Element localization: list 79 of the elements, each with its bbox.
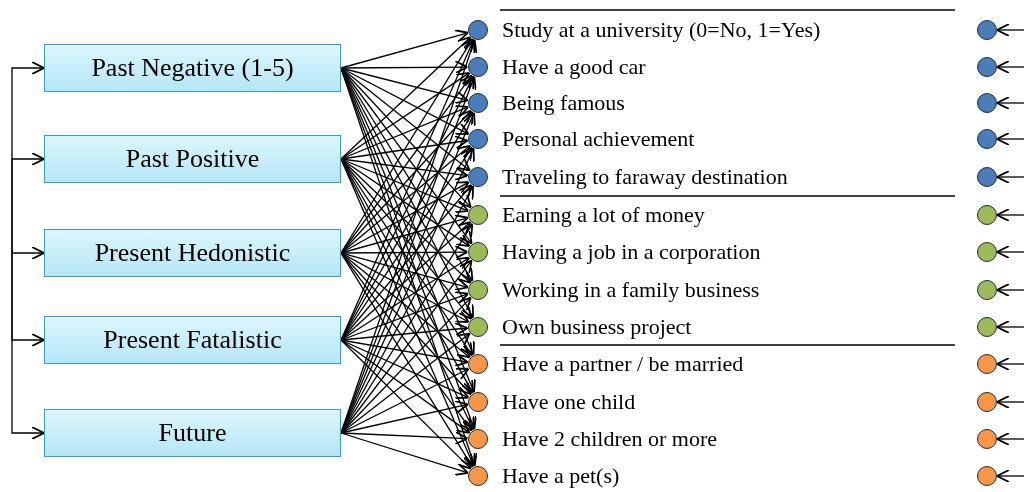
arrow — [996, 283, 1025, 297]
error-circle — [977, 129, 997, 149]
factor-box: Past Positive — [44, 135, 341, 183]
error-circle — [977, 466, 997, 486]
arrow — [996, 96, 1025, 110]
indicator-circle — [468, 280, 488, 300]
error-circle — [977, 317, 997, 337]
item-label: Being famous — [502, 92, 625, 114]
arrow — [996, 208, 1025, 222]
arrow — [340, 158, 471, 247]
indicator-circle — [468, 429, 488, 449]
item-label: Have 2 children or more — [502, 428, 718, 450]
indicator-circle — [468, 205, 488, 225]
error-circle — [977, 167, 997, 187]
factor-box: Present Hedonistic — [44, 229, 341, 277]
arrow — [996, 132, 1025, 146]
arrow — [11, 246, 45, 260]
arrow — [996, 170, 1025, 184]
error-circle — [977, 354, 997, 374]
indicator-circle — [468, 20, 488, 40]
arrow — [340, 252, 474, 468]
arrow — [11, 249, 45, 440]
arrow — [340, 339, 472, 470]
error-circle — [977, 57, 997, 77]
item-label: Working in a family business — [502, 279, 760, 301]
arrow — [996, 357, 1025, 371]
arrow — [996, 60, 1025, 74]
item-label: Traveling to faraway destination — [502, 166, 788, 188]
indicator-circle — [468, 354, 488, 374]
item-label: Earning a lot of money — [502, 204, 705, 226]
arrow — [996, 320, 1025, 334]
indicator-circle — [468, 242, 488, 262]
indicator-circle — [468, 57, 488, 77]
arrow — [340, 221, 472, 341]
indicator-circle — [468, 317, 488, 337]
arrow — [996, 432, 1025, 446]
arrow — [996, 469, 1025, 483]
indicator-circle — [468, 392, 488, 412]
item-label: Own business project — [502, 316, 692, 338]
arrow — [11, 152, 45, 252]
error-circle — [977, 280, 997, 300]
error-circle — [977, 429, 997, 449]
factor-box: Present Fatalistic — [44, 316, 341, 364]
item-label: Study at a university (0=No, 1=Yes) — [502, 19, 821, 41]
arrow — [340, 432, 469, 476]
arrow — [340, 36, 472, 160]
arrow — [340, 135, 469, 160]
error-circle — [977, 93, 997, 113]
arrow — [340, 339, 470, 400]
factor-box: Past Negative (1-5) — [44, 44, 341, 92]
error-circle — [977, 242, 997, 262]
arrow — [340, 67, 471, 172]
arrow — [340, 181, 470, 254]
factor-box: Future — [44, 409, 341, 457]
arrow — [996, 245, 1025, 259]
arrow — [340, 67, 469, 105]
indicator-circle — [468, 167, 488, 187]
arrow — [340, 252, 469, 291]
item-label: Personal achievement — [502, 128, 695, 150]
arrow — [340, 367, 470, 434]
item-label: Have a partner / be married — [502, 353, 744, 375]
item-label: Have a pet(s) — [502, 465, 620, 487]
item-label: Have one child — [502, 391, 636, 413]
arrow — [996, 395, 1025, 409]
arrow — [340, 256, 471, 341]
indicator-circle — [468, 466, 488, 486]
arrow — [340, 296, 472, 434]
error-circle — [977, 392, 997, 412]
indicator-circle — [468, 93, 488, 113]
error-circle — [977, 20, 997, 40]
arrow — [340, 71, 471, 160]
arrow — [340, 431, 469, 445]
arrow — [340, 339, 469, 367]
item-label: Have a good car — [502, 56, 646, 78]
arrow — [340, 322, 469, 341]
arrow — [996, 23, 1025, 37]
item-label: Having a job in a corporation — [502, 241, 761, 263]
indicator-circle — [468, 129, 488, 149]
error-circle — [977, 205, 997, 225]
